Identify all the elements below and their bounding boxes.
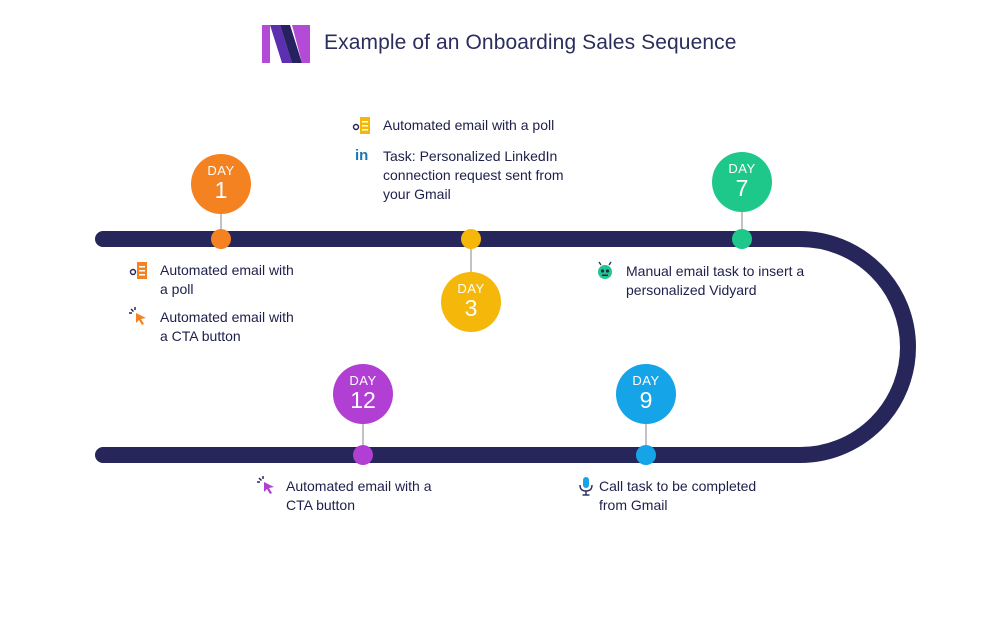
page-title: Example of an Onboarding Sales Sequence — [324, 31, 737, 54]
day-label: DAY — [349, 373, 377, 388]
task-text: CTA button — [286, 497, 356, 513]
day-label: DAY — [457, 281, 485, 296]
task-text: Manual email task to insert a — [626, 263, 805, 279]
day-label: DAY — [728, 161, 756, 176]
day9-dot — [636, 445, 656, 465]
day-number: 7 — [735, 175, 749, 201]
day-1-badge: DAY 1 — [191, 154, 251, 214]
vidyard-robot-icon — [598, 261, 612, 279]
task-text: from Gmail — [599, 497, 668, 513]
day-number: 9 — [639, 387, 653, 413]
day-number: 12 — [350, 387, 376, 413]
linkedin-icon: in — [355, 147, 369, 164]
day-label: DAY — [207, 163, 235, 178]
timeline-track — [95, 231, 916, 463]
day1-poll-task: Automated email with a poll — [160, 261, 294, 299]
task-text: personalized Vidyard — [626, 282, 757, 298]
cursor-click-icon — [129, 307, 146, 325]
poll-icon — [129, 262, 147, 279]
day-3-badge: DAY 3 — [441, 272, 501, 332]
day-number: 3 — [464, 295, 478, 321]
task-text: a poll — [160, 281, 194, 297]
cursor-click-icon — [257, 476, 274, 494]
day7-vidyard-task: Manual email task to insert a personaliz… — [626, 262, 804, 300]
day-7-badge: DAY 7 — [712, 152, 772, 212]
day7-dot — [732, 229, 752, 249]
task-text: Automated email with — [160, 309, 294, 325]
day-9-badge: DAY 9 — [616, 364, 676, 424]
task-text: connection request sent from — [383, 167, 564, 183]
task-text: Automated email with a poll — [383, 117, 555, 133]
day1-cta-task: Automated email with a CTA button — [160, 308, 294, 346]
day12-cta-task: Automated email with a CTA button — [286, 477, 432, 515]
task-text: Automated email with a — [286, 478, 432, 494]
day-label: DAY — [632, 373, 660, 388]
brand-logo — [262, 25, 310, 63]
day3-poll-task: Automated email with a poll — [383, 116, 554, 135]
day3-linkedin-task: Task: Personalized LinkedIn connection r… — [383, 147, 564, 204]
microphone-icon — [579, 477, 593, 496]
task-text: Call task to be completed — [599, 478, 757, 494]
day3-dot — [461, 229, 481, 249]
poll-icon — [352, 117, 370, 134]
task-text: a CTA button — [160, 328, 241, 344]
day-12-badge: DAY 12 — [333, 364, 393, 424]
day12-dot — [353, 445, 373, 465]
day-number: 1 — [214, 177, 228, 203]
day9-call-task: Call task to be completed from Gmail — [599, 477, 756, 515]
task-text: Task: Personalized LinkedIn — [383, 148, 558, 164]
task-text: Automated email with — [160, 262, 294, 278]
day1-dot — [211, 229, 231, 249]
task-text: your Gmail — [383, 186, 451, 202]
